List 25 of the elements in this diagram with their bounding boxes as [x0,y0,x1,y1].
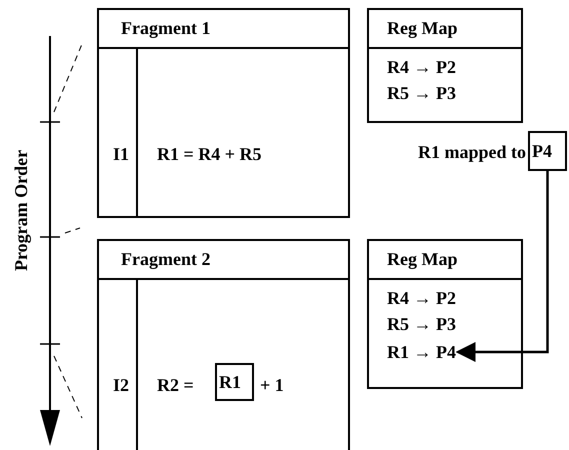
header-text: Reg Map [369,10,521,49]
header-text: Fragment 2 [99,241,348,280]
code-text: R5 → P3 [387,82,456,104]
code-text: + 1 [260,374,284,396]
mapping-entry: R1 → P4 [387,341,456,363]
code-text: R5 → P3 [387,313,456,335]
instruction-id: I1 [113,143,130,165]
code-text: R1 = R4 + R5 [157,143,262,165]
register-box [215,363,254,401]
code-text: P4 [532,140,552,162]
reg-map-box [367,239,523,389]
code-text: R2 = [157,374,194,396]
reg-map-box [367,8,523,123]
register-box [528,131,567,171]
instruction-id: I2 [113,374,130,396]
caption-text: R1 mapped to [418,141,526,163]
code-text: R4 → P2 [387,287,456,309]
fragment-box [97,239,350,450]
axis-label: Program Order [10,149,32,270]
fragment-box [97,8,350,218]
header-text: Fragment 1 [99,10,348,49]
header-text: Reg Map [369,241,521,280]
arrow [456,171,549,362]
code-text: R1 [219,371,241,393]
code-text: R4 → P2 [387,56,456,78]
